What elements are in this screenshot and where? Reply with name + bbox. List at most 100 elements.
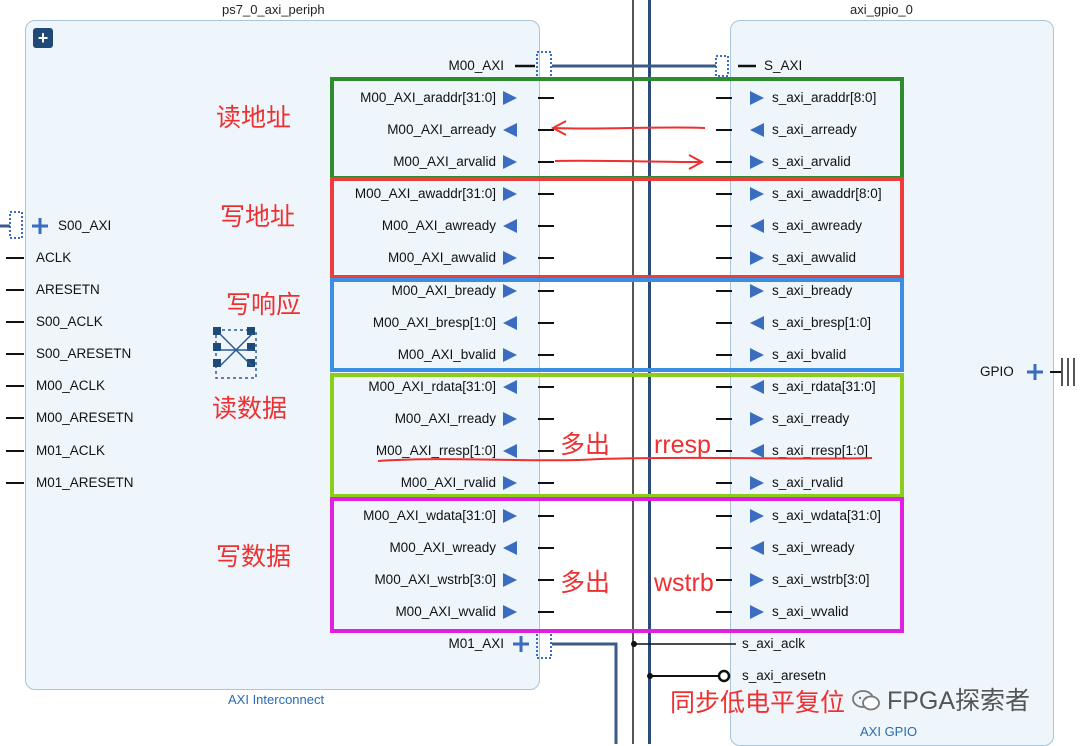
pin-arrow-right [750, 541, 764, 555]
right-port-bresp: s_axi_bresp[1:0] [772, 315, 872, 330]
axi-gpio-block[interactable] [730, 20, 1054, 746]
pin-arrow-left [503, 412, 517, 426]
m00-axi-connector [536, 51, 552, 79]
right-port-wvalid: s_axi_wvalid [772, 604, 849, 619]
annotation-rresp: rresp [654, 431, 711, 459]
s00-axi-label: S00_AXI [58, 218, 112, 233]
left-port-wstrb: M00_AXI_wstrb[3:0] [374, 572, 496, 587]
pin-arrow-left [503, 187, 517, 201]
crossbar-icon-node [247, 343, 255, 351]
pin-arrow-right [750, 380, 764, 394]
left-port-bvalid: M00_AXI_bvalid [397, 347, 496, 362]
left-port-rready: M00_AXI_rready [394, 411, 496, 426]
pin-arrow-left [503, 509, 517, 523]
watermark: FPGA探索者 [852, 681, 1030, 717]
subtitle-left-block: AXI Interconnect [228, 692, 325, 707]
left-port-bready: M00_AXI_bready [391, 283, 496, 298]
title-left-block: ps7_0_axi_periph [222, 2, 325, 17]
pin-arrow-left [503, 251, 517, 265]
annotation-sync-low-reset: 同步低电平复位 [670, 689, 846, 717]
center-bus-line-2 [648, 0, 651, 744]
s-axi-label: S_AXI [764, 58, 803, 73]
pin-arrow-right [750, 316, 764, 330]
right-port-bready: s_axi_bready [772, 283, 853, 298]
m00-axi-label: M00_AXI [448, 58, 504, 73]
center-bus-line-1 [632, 0, 634, 744]
crossbar-icon-frame [215, 329, 257, 379]
pin-arrow-left [503, 316, 517, 330]
watermark-text: FPGA探索者 [886, 687, 1031, 715]
annotation-write-address: 写地址 [220, 203, 296, 231]
crossbar-icon-node [247, 359, 255, 367]
left-port-araddr: M00_AXI_araddr[31:0] [360, 90, 496, 105]
left-port-rdata: M00_AXI_rdata[31:0] [368, 379, 496, 394]
m01-axi-label: M01_AXI [448, 636, 504, 651]
pin-arrow-left [503, 284, 517, 298]
pin-arrow-right [750, 91, 764, 105]
m01-bus-wire [552, 642, 618, 744]
right-port-wready: s_axi_wready [772, 540, 855, 555]
aclk-junction [631, 641, 637, 647]
right-port-awaddr: s_axi_awaddr[8:0] [772, 186, 882, 201]
highlight-read-address [330, 77, 904, 180]
right-port-rresp: s_axi_rresp[1:0] [772, 443, 869, 458]
aresetn-junction [647, 673, 653, 679]
right-port-bvalid: s_axi_bvalid [772, 347, 847, 362]
pin-arrow-right [750, 444, 764, 458]
right-port-wstrb: s_axi_wstrb[3:0] [772, 572, 870, 587]
right-port-awvalid: s_axi_awvalid [772, 250, 857, 265]
arready-arrow [554, 126, 706, 130]
input-pin-aclk: ACLK [36, 250, 72, 265]
pin-arrow-left [503, 123, 517, 137]
arvalid-arrow [554, 159, 701, 163]
crossbar-icon-node [213, 359, 221, 367]
annotation-extra-wstrb: 多出 [560, 569, 611, 597]
pin-arrow-left [503, 605, 517, 619]
pin-arrow-right [750, 605, 764, 619]
right-port-aclk: s_axi_aclk [742, 636, 806, 651]
right-port-wdata: s_axi_wdata[31:0] [772, 508, 881, 523]
pin-arrow-left [503, 476, 517, 490]
annotation-write-response: 写响应 [226, 291, 302, 319]
highlight-write-data [330, 497, 904, 633]
left-port-awready: M00_AXI_awready [381, 218, 496, 233]
expand-icon[interactable]: + [33, 28, 53, 48]
pin-arrow-right [750, 573, 764, 587]
crossbar-icon-node [213, 343, 221, 351]
title-right-block: axi_gpio_0 [850, 2, 913, 17]
rresp-underline [377, 456, 873, 462]
left-port-wdata: M00_AXI_wdata[31:0] [363, 508, 496, 523]
input-pin-aresetn: ARESETN [36, 282, 100, 297]
annotation-read-data: 读数据 [212, 395, 288, 423]
right-port-rdata: s_axi_rdata[31:0] [772, 379, 876, 394]
subtitle-right-block: AXI GPIO [860, 724, 918, 739]
crossbar-icon-node [213, 327, 221, 335]
input-pin-s00-aclk: S00_ACLK [36, 314, 103, 329]
highlight-write-address [330, 177, 904, 279]
left-port-rresp: M00_AXI_rresp[1:0] [375, 443, 496, 458]
pin-arrow-left [503, 91, 517, 105]
annotation-write-data: 写数据 [216, 543, 292, 571]
annotation-read-address: 读地址 [216, 104, 292, 132]
right-port-aresetn: s_axi_aresetn [742, 668, 827, 683]
axi-interconnect-block[interactable] [25, 20, 540, 690]
pin-arrow-left [503, 541, 517, 555]
input-pin-m01-aresetn: M01_ARESETN [36, 475, 134, 490]
m01-axi-connector [536, 631, 552, 659]
annotation-wstrb: wstrb [654, 569, 714, 597]
s-axi-connector [715, 55, 729, 77]
input-pin-m00-aresetn: M00_ARESETN [36, 410, 134, 425]
pin-arrow-left [503, 380, 517, 394]
s00-axi-connector [9, 211, 23, 239]
pin-arrow-right [750, 284, 764, 298]
pin-arrow-right [750, 123, 764, 137]
left-port-awvalid: M00_AXI_awvalid [387, 250, 496, 265]
right-port-rvalid: s_axi_rvalid [772, 475, 844, 490]
arready-arrowhead [550, 120, 567, 136]
pin-arrow-left [503, 573, 517, 587]
right-port-araddr: s_axi_araddr[8:0] [772, 90, 877, 105]
left-port-rvalid: M00_AXI_rvalid [400, 475, 496, 490]
pin-arrow-left [503, 444, 517, 458]
gpio-label: GPIO [980, 364, 1014, 379]
